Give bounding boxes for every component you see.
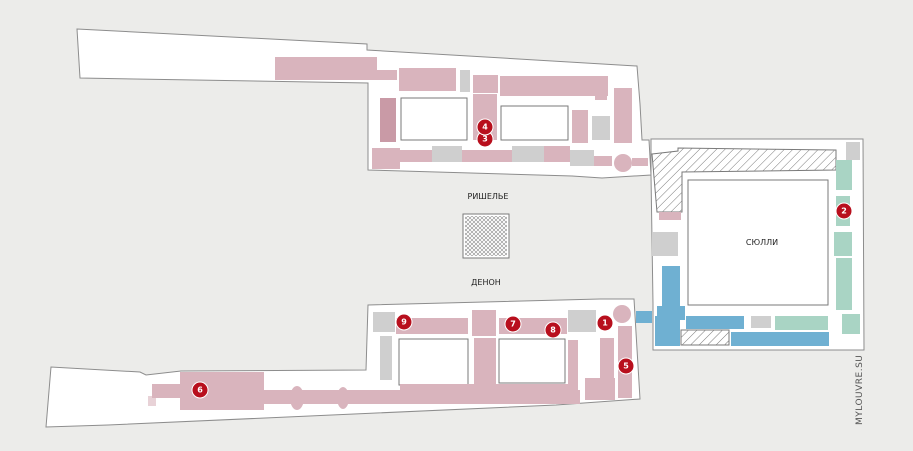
marker-1[interactable]: 1: [596, 314, 614, 332]
richelieu-courtyard-right: [500, 105, 569, 141]
richelieu-rooms: [275, 57, 648, 172]
richelieu-courtyard-left: [400, 97, 468, 141]
denon-rooms: [148, 305, 632, 410]
wing-label-denon: ДЕНОН: [471, 278, 501, 287]
svg-text:7: 7: [510, 320, 516, 329]
svg-text:4: 4: [482, 123, 488, 132]
marker-2[interactable]: 2: [835, 202, 853, 220]
svg-text:2: 2: [841, 207, 847, 216]
richelieu-wing-outline: [76, 28, 652, 179]
svg-text:1: 1: [602, 319, 608, 328]
svg-text:6: 6: [197, 386, 203, 395]
cour-carree: [687, 179, 829, 306]
marker-5[interactable]: 5: [617, 357, 635, 375]
svg-text:3: 3: [482, 135, 488, 144]
marker-8[interactable]: 8: [544, 321, 562, 339]
marker-7[interactable]: 7: [504, 315, 522, 333]
svg-text:9: 9: [401, 318, 407, 327]
marker-4[interactable]: 4: [476, 118, 494, 136]
svg-text:5: 5: [623, 362, 629, 371]
wing-label-richelieu: РИШЕЛЬЕ: [468, 192, 509, 201]
svg-text:8: 8: [550, 326, 556, 335]
sully-hatched-small: [680, 329, 730, 346]
marker-9[interactable]: 9: [395, 313, 413, 331]
sully-rooms: [636, 142, 860, 346]
denon-courtyard-left: [398, 338, 469, 386]
wing-label-sully: СЮЛЛИ: [746, 238, 778, 247]
pyramid-pattern: [465, 216, 507, 256]
marker-6[interactable]: 6: [191, 381, 209, 399]
site-watermark: MYLOUVRE.SU: [855, 355, 865, 425]
denon-courtyard-right: [498, 338, 566, 384]
